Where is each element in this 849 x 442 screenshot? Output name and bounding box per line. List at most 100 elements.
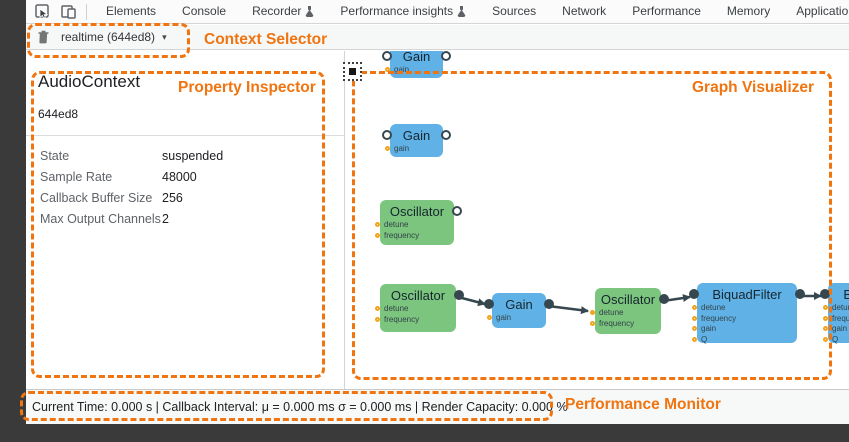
graph-edges xyxy=(457,292,822,315)
param-label: detune xyxy=(832,303,849,312)
input-port xyxy=(382,51,392,61)
property-label: Callback Buffer Size xyxy=(40,190,153,205)
tab-label: Sources xyxy=(492,4,537,18)
experimental-flask-icon xyxy=(457,6,466,17)
annotation-selection-handle xyxy=(343,62,362,81)
param-gain: gain xyxy=(385,65,409,74)
tab-label: Memory xyxy=(726,4,771,18)
node-title: Gain xyxy=(402,128,431,143)
tab-elements[interactable]: Elements xyxy=(93,0,169,23)
audio-context-title: AudioContext xyxy=(38,72,141,91)
webaudio-toolbar: realtime (644ed8) ▾ xyxy=(26,25,849,50)
param-label: detune xyxy=(384,220,409,229)
tab-console[interactable]: Console xyxy=(169,0,239,23)
tab-application[interactable]: Application xyxy=(783,0,849,23)
tab-sources[interactable]: Sources xyxy=(479,0,549,23)
param-port-icon xyxy=(590,320,595,326)
param-port-icon xyxy=(823,336,828,342)
param-label: gain xyxy=(496,313,512,322)
output-port xyxy=(452,206,462,216)
output-port xyxy=(441,51,451,61)
tab-performance-insights[interactable]: Performance insights xyxy=(327,0,479,23)
tab-label: Application xyxy=(796,4,849,18)
inspector-divider xyxy=(26,135,344,136)
param-port-icon xyxy=(487,315,492,320)
audio-context-id: 644ed8 xyxy=(38,107,79,121)
graph-edge-1 xyxy=(547,304,589,315)
toolbar-separator xyxy=(86,3,87,20)
param-port-icon xyxy=(692,326,697,331)
param-label: detune xyxy=(701,303,726,312)
tab-memory[interactable]: Memory xyxy=(714,0,783,23)
param-gain: gain xyxy=(385,144,409,153)
param-detune: detune xyxy=(823,303,849,312)
property-value: suspended xyxy=(162,148,224,163)
inspect-element-icon[interactable] xyxy=(32,3,52,21)
toggle-device-toolbar-icon[interactable] xyxy=(58,3,78,21)
param-label: Q xyxy=(832,334,839,344)
tab-list: Elements Console Recorder Performance insig… xyxy=(93,0,849,23)
trash-icon[interactable] xyxy=(34,29,52,45)
tab-label: Recorder xyxy=(252,4,302,18)
tab-label: Network xyxy=(562,4,607,18)
param-port-icon xyxy=(375,306,380,311)
node-title: Gain xyxy=(402,51,431,64)
param-gain: gain xyxy=(692,324,716,333)
param-port-icon xyxy=(823,315,828,321)
property-value: 2 xyxy=(162,211,169,226)
output-port xyxy=(659,294,669,304)
param-frequency: frequency xyxy=(375,231,419,240)
param-gain: gain xyxy=(823,324,847,333)
node-title: Oscillator xyxy=(390,288,446,303)
param-label: frequency xyxy=(384,314,420,324)
input-port xyxy=(820,289,830,299)
tab-performance[interactable]: Performance xyxy=(619,0,714,23)
param-frequency: frequency xyxy=(823,314,849,323)
output-port xyxy=(544,299,554,309)
tab-label: Performance xyxy=(632,4,701,18)
param-port-icon xyxy=(692,305,697,310)
context-selector-dropdown[interactable]: realtime (644ed8) ▾ xyxy=(61,30,167,44)
param-label: frequency xyxy=(832,313,849,323)
tab-label: Elements xyxy=(106,4,157,18)
chevron-down-icon: ▾ xyxy=(162,31,167,42)
param-gain: gain xyxy=(487,313,511,322)
param-port-icon xyxy=(823,326,828,331)
property-value: 256 xyxy=(162,190,183,205)
tab-label: Console xyxy=(182,4,227,18)
param-detune: detune xyxy=(375,304,408,313)
param-q: Q xyxy=(692,335,707,344)
param-port-icon xyxy=(385,146,390,151)
param-label: gain xyxy=(394,65,410,74)
tab-network[interactable]: Network xyxy=(549,0,619,23)
param-frequency: frequency xyxy=(692,314,736,323)
param-port-icon xyxy=(375,316,380,322)
param-port-icon xyxy=(692,315,697,321)
tab-recorder[interactable]: Recorder xyxy=(239,0,327,23)
param-label: gain xyxy=(701,324,717,333)
param-detune: detune xyxy=(590,308,623,317)
param-label: frequency xyxy=(384,230,420,240)
performance-monitor-text: Current Time: 0.000 s | Callback Interva… xyxy=(32,400,568,414)
node-title: BiquadFilter xyxy=(843,287,849,302)
property-label: Sample Rate xyxy=(40,169,113,184)
param-label: detune xyxy=(384,304,409,313)
param-label: frequency xyxy=(599,318,635,328)
param-frequency: frequency xyxy=(590,319,634,328)
devtools-tab-bar: Elements Console Recorder Performance insig… xyxy=(26,0,849,24)
param-frequency: frequency xyxy=(375,315,419,324)
